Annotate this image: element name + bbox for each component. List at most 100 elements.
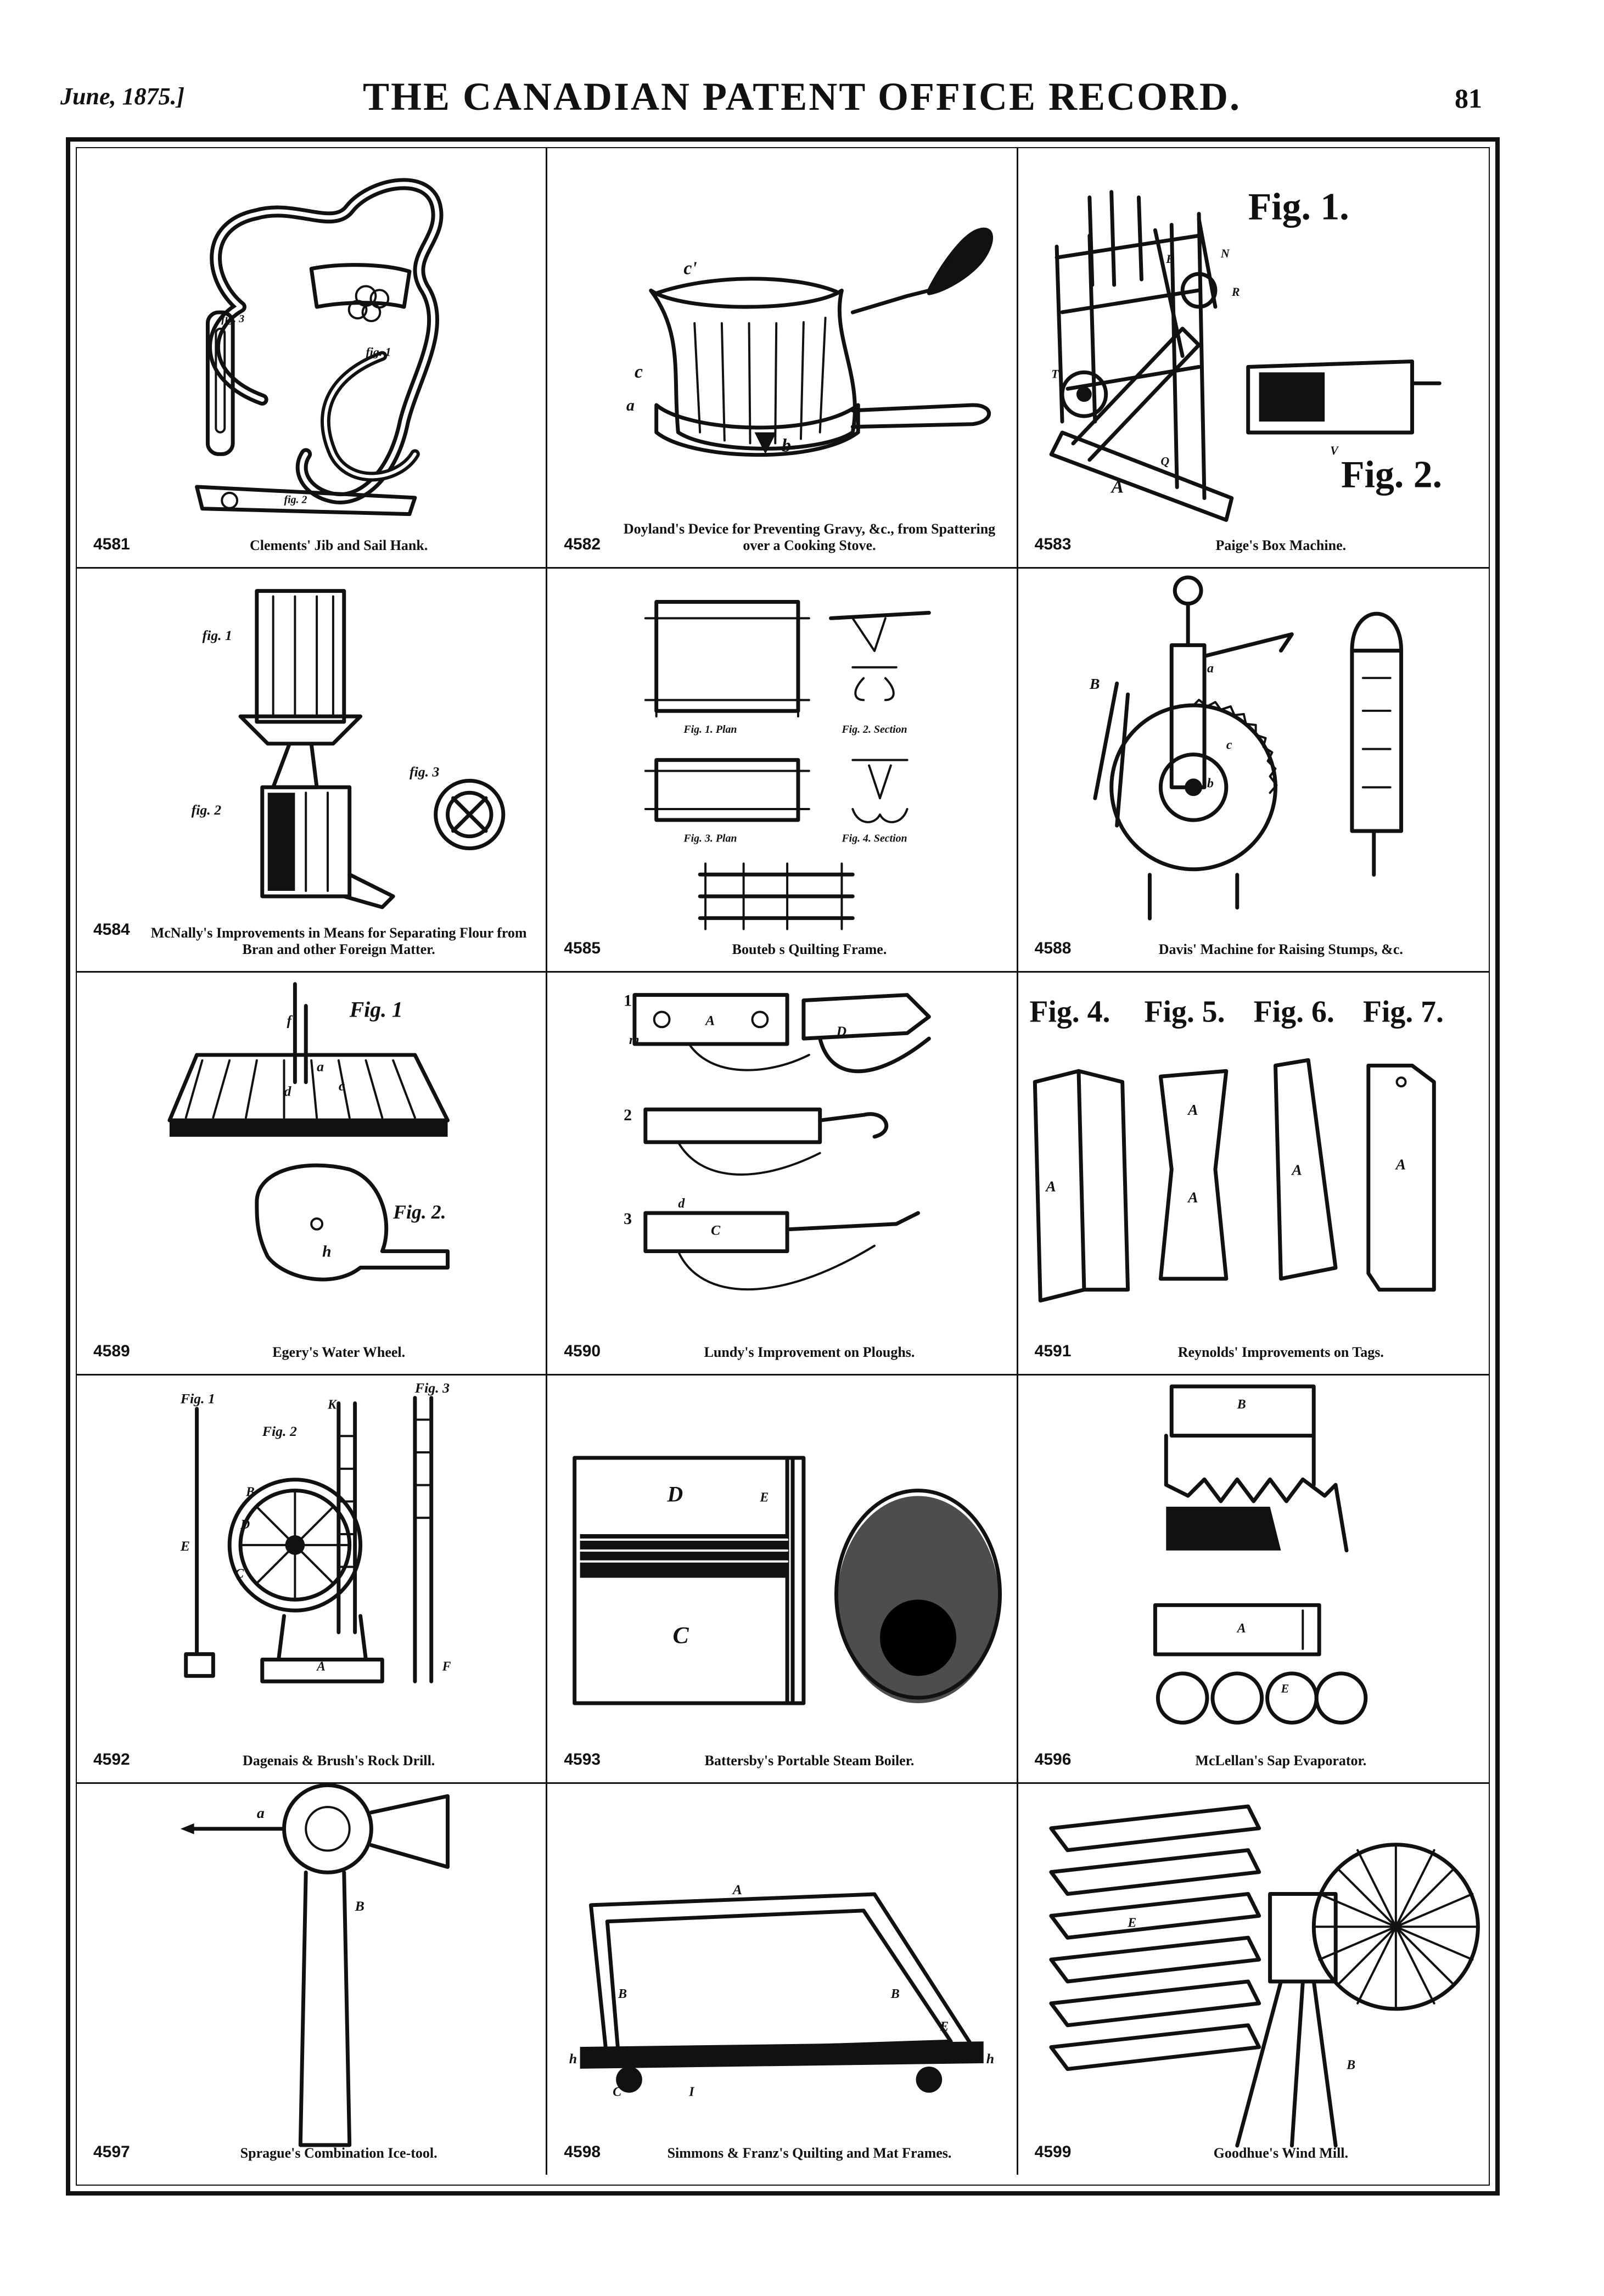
svg-text:F: F bbox=[442, 1659, 451, 1674]
patent-cell-4596: B A E 4596 McLellan's Sap Evaporator. bbox=[1018, 1376, 1489, 1784]
patent-title: Reynolds' Improvements on Tags. bbox=[1177, 1344, 1384, 1360]
steam-boiler-drawing: D C E bbox=[573, 1456, 1002, 1705]
patent-number: 4581 bbox=[93, 535, 130, 553]
patent-number: 4593 bbox=[564, 1750, 601, 1769]
svg-text:B: B bbox=[1346, 2058, 1355, 2072]
patent-cell-4585: Fig. 1. Plan Fig. 2. Section Fig. 3. Pla… bbox=[547, 569, 1018, 973]
svg-text:Fig. 1. Plan: Fig. 1. Plan bbox=[683, 723, 737, 736]
svg-text:A: A bbox=[1045, 1178, 1056, 1195]
svg-text:fig. 3: fig. 3 bbox=[221, 313, 244, 325]
svg-text:h: h bbox=[322, 1242, 332, 1260]
patent-title: Lundy's Improvement on Ploughs. bbox=[704, 1344, 915, 1360]
patent-cell-4590: 1 2 3 A D C m d 4590 Lundy's Improvement… bbox=[547, 973, 1018, 1376]
svg-text:h: h bbox=[986, 2051, 994, 2067]
patent-caption: 4591 Reynolds' Improvements on Tags. bbox=[1018, 1326, 1489, 1364]
svg-text:a: a bbox=[257, 1805, 265, 1822]
svg-text:C: C bbox=[235, 1567, 244, 1581]
svg-text:A: A bbox=[1394, 1157, 1406, 1174]
svg-text:a: a bbox=[317, 1059, 324, 1075]
svg-text:b: b bbox=[1207, 776, 1214, 790]
svg-text:B: B bbox=[890, 1987, 900, 2001]
svg-text:N: N bbox=[1220, 246, 1230, 260]
svg-text:K: K bbox=[327, 1398, 338, 1412]
svg-text:D: D bbox=[667, 1482, 683, 1506]
patent-caption: 4583 Paige's Box Machine. bbox=[1018, 519, 1489, 557]
patent-number: 4598 bbox=[564, 2143, 601, 2161]
svg-text:Fig. 6.: Fig. 6. bbox=[1253, 995, 1334, 1029]
patent-cell-4597: a B 4597 Sprague's Combination Ice-tool. bbox=[77, 1784, 548, 2175]
rock-drill-drawing: Fig. 1 Fig. 2 Fig. 3 E A B C D F K bbox=[180, 1380, 451, 1683]
page-number: 81 bbox=[1455, 83, 1482, 114]
patent-cell-4583: Fig. 1. Fig. 2. A E N R T Q V 4583 Paige… bbox=[1018, 148, 1489, 569]
svg-text:E: E bbox=[940, 2019, 949, 2034]
patent-number: 4597 bbox=[93, 2143, 130, 2161]
svg-text:c: c bbox=[1226, 738, 1232, 753]
flour-separator-drawing: fig. 1 fig. 3 fig. 2 bbox=[192, 589, 506, 910]
quilting-mat-frame-drawing: A B B h h C I E bbox=[569, 1882, 994, 2099]
patent-title: Clements' Jib and Sail Hank. bbox=[249, 537, 428, 553]
patent-title: Bouteb s Quilting Frame. bbox=[732, 941, 887, 957]
svg-text:V: V bbox=[1330, 444, 1339, 457]
svg-text:A: A bbox=[704, 1012, 715, 1028]
patent-title: Davis' Machine for Raising Stumps, &c. bbox=[1158, 941, 1403, 957]
patent-number: 4583 bbox=[1034, 535, 1072, 553]
wind-mill-drawing: E B bbox=[1048, 1804, 1480, 2148]
svg-text:fig. 2: fig. 2 bbox=[284, 494, 307, 506]
svg-text:Fig. 4. Section: Fig. 4. Section bbox=[842, 833, 907, 845]
patent-title: Goodhue's Wind Mill. bbox=[1213, 2145, 1349, 2161]
jib-hank-drawing: fig. 3 fig. 1 fig. 2 bbox=[195, 178, 444, 517]
svg-text:fig. 2: fig. 2 bbox=[192, 802, 222, 818]
patent-cell-4584: fig. 1 fig. 3 fig. 2 4584 McNally's Impr… bbox=[77, 569, 548, 973]
patent-title: McNally's Improvements in Means for Sepa… bbox=[150, 925, 527, 957]
svg-text:Fig. 4.: Fig. 4. bbox=[1029, 995, 1110, 1029]
svg-text:1: 1 bbox=[624, 992, 632, 1010]
patent-caption: 4593 Battersby's Portable Steam Boiler. bbox=[547, 1734, 1016, 1772]
ice-tool-drawing: a B bbox=[180, 1784, 450, 2147]
water-wheel-drawing: Fig. 1 Fig. 2. f a d c h bbox=[167, 982, 450, 1282]
patent-cell-4589: Fig. 1 Fig. 2. f a d c h 4589 Egery's Wa… bbox=[77, 973, 548, 1376]
svg-text:c: c bbox=[635, 362, 643, 382]
svg-text:A: A bbox=[1187, 1189, 1198, 1206]
svg-text:b: b bbox=[782, 435, 791, 456]
svg-text:a: a bbox=[626, 396, 635, 414]
svg-text:A: A bbox=[1236, 1621, 1246, 1636]
svg-text:A: A bbox=[316, 1659, 326, 1674]
patent-caption: 4598 Simmons & Franz's Quilting and Mat … bbox=[547, 2126, 1016, 2165]
patent-caption: 4588 Davis' Machine for Raising Stumps, … bbox=[1018, 923, 1489, 961]
svg-text:h: h bbox=[569, 2051, 577, 2067]
svg-text:Fig. 3: Fig. 3 bbox=[414, 1380, 450, 1396]
svg-text:2: 2 bbox=[624, 1106, 632, 1124]
patent-plate-grid: fig. 3 fig. 1 fig. 2 4581 Clements' Jib … bbox=[66, 137, 1500, 2196]
svg-text:f: f bbox=[287, 1012, 293, 1028]
svg-text:Fig. 2.: Fig. 2. bbox=[1341, 454, 1442, 496]
svg-text:A: A bbox=[1110, 477, 1124, 497]
gravy-guard-drawing: c' d c a b bbox=[626, 227, 994, 457]
svg-text:a: a bbox=[1207, 661, 1214, 676]
patent-caption: 4590 Lundy's Improvement on Ploughs. bbox=[547, 1326, 1016, 1364]
patent-caption: 4592 Dagenais & Brush's Rock Drill. bbox=[77, 1734, 546, 1772]
svg-text:fig. 3: fig. 3 bbox=[410, 764, 440, 779]
patent-number: 4592 bbox=[93, 1750, 130, 1769]
svg-text:Fig. 5.: Fig. 5. bbox=[1144, 995, 1225, 1029]
svg-text:A: A bbox=[1291, 1161, 1302, 1178]
svg-text:fig. 1: fig. 1 bbox=[202, 627, 232, 643]
patent-caption: 4589 Egery's Water Wheel. bbox=[77, 1326, 546, 1364]
svg-text:C: C bbox=[711, 1222, 721, 1238]
svg-text:c: c bbox=[339, 1078, 345, 1094]
issue-date: June, 1875.] bbox=[60, 83, 185, 110]
patent-number: 4591 bbox=[1034, 1342, 1072, 1360]
patent-caption: 4596 McLellan's Sap Evaporator. bbox=[1018, 1734, 1489, 1772]
svg-text:c': c' bbox=[684, 259, 697, 279]
patent-caption: 4582 Doyland's Device for Preventing Gra… bbox=[547, 519, 1016, 557]
patent-title: Egery's Water Wheel. bbox=[272, 1344, 406, 1360]
svg-text:D: D bbox=[240, 1518, 250, 1532]
svg-text:Fig. 1.: Fig. 1. bbox=[1248, 186, 1349, 228]
svg-text:Fig. 2. Section: Fig. 2. Section bbox=[842, 723, 907, 736]
svg-text:E: E bbox=[1165, 252, 1174, 266]
svg-text:Fig. 1: Fig. 1 bbox=[180, 1391, 215, 1407]
patent-caption: 4581 Clements' Jib and Sail Hank. bbox=[77, 519, 546, 557]
sap-evaporator-drawing: B A E bbox=[1153, 1384, 1367, 1725]
patent-caption: 4597 Sprague's Combination Ice-tool. bbox=[77, 2126, 546, 2165]
svg-text:A: A bbox=[732, 1882, 742, 1898]
quilting-frame-drawing: Fig. 1. Plan Fig. 2. Section Fig. 3. Pla… bbox=[644, 600, 932, 930]
